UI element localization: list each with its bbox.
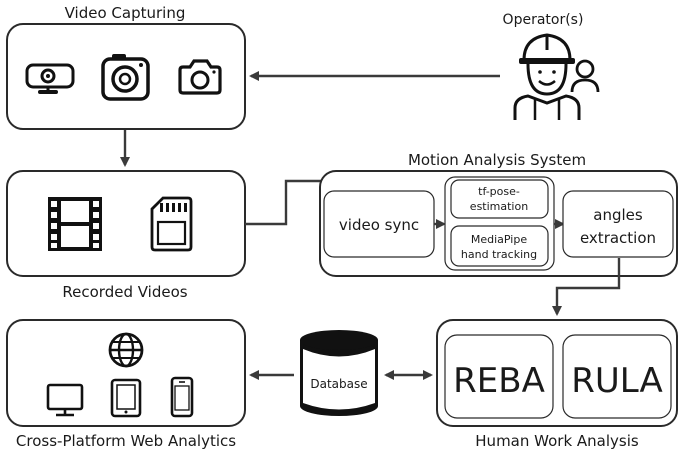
motion-analysis-title: Motion Analysis System	[408, 151, 586, 169]
reba-label: REBA	[453, 361, 545, 401]
mediapipe-box	[450, 225, 549, 267]
mediapipe-line1: MediaPipe	[471, 233, 527, 246]
angles-to-analysis-arrow	[552, 258, 621, 316]
action-camera-icon	[101, 54, 150, 101]
database-label: Database	[310, 377, 367, 391]
recorded-videos-box	[6, 170, 246, 277]
globe-icon	[108, 332, 144, 368]
webcam-icon	[25, 63, 75, 94]
angles-line2: extraction	[580, 229, 656, 247]
film-strip-icon	[48, 197, 102, 251]
reba-box	[444, 334, 554, 419]
user-icon	[570, 59, 600, 93]
tablet-icon	[110, 378, 142, 418]
database-cylinder-icon	[300, 330, 378, 416]
operator-label: Operator(s)	[503, 12, 584, 28]
angles-line1: angles	[593, 206, 643, 224]
tf-pose-line2: estimation	[470, 200, 528, 213]
angles-box	[562, 190, 674, 258]
video-capturing-title: Video Capturing	[65, 4, 186, 22]
tf-pose-line1: tf-pose-	[478, 185, 520, 198]
sd-card-icon	[150, 196, 193, 252]
monitor-icon	[46, 383, 84, 417]
rula-box	[562, 334, 672, 419]
web-analytics-title: Cross-Platform Web Analytics	[16, 432, 236, 450]
recorded-videos-title: Recorded Videos	[62, 283, 187, 301]
photo-camera-icon	[178, 59, 222, 95]
worker-icon	[513, 33, 581, 120]
mediapipe-line2: hand tracking	[461, 248, 537, 261]
video-capturing-box	[6, 23, 246, 130]
web-analytics-box	[6, 319, 246, 427]
rula-label: RULA	[571, 361, 663, 401]
video-sync-label: video sync	[339, 216, 419, 234]
human-work-title: Human Work Analysis	[475, 432, 639, 450]
phone-icon	[170, 376, 194, 418]
tf-pose-box	[450, 179, 549, 219]
